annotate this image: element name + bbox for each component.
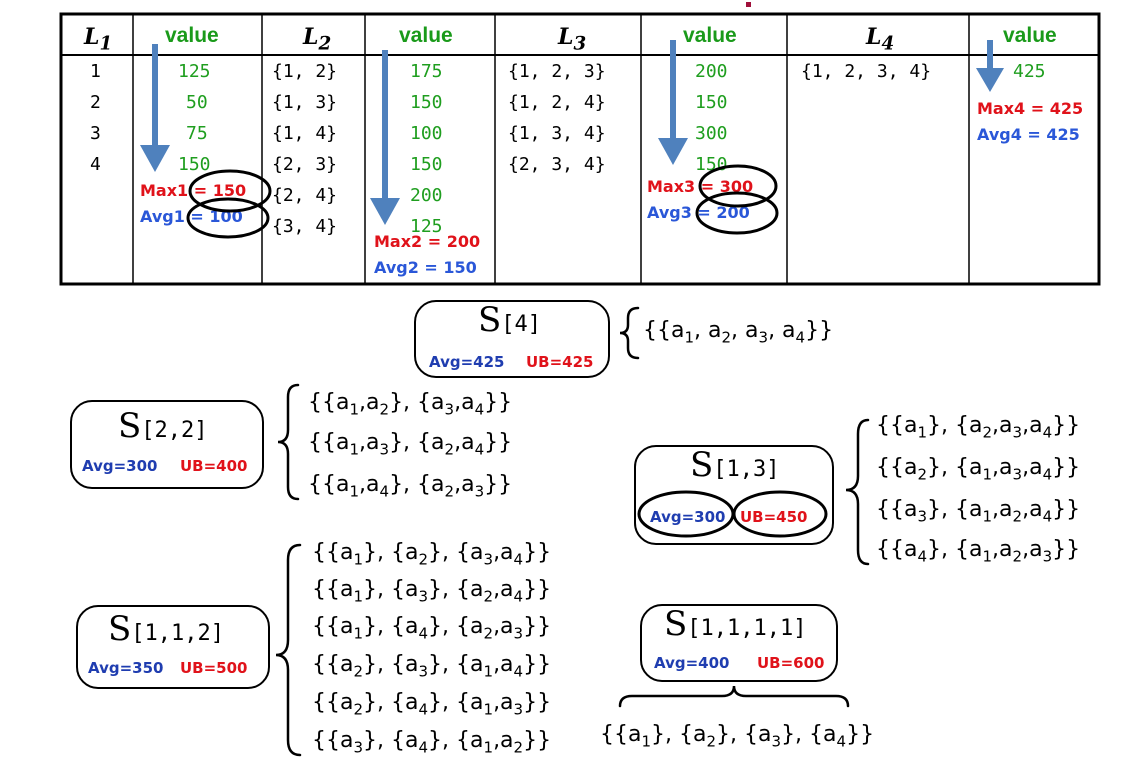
set-s112-6: {{a3}, {a4}, {a1,a2}} xyxy=(312,728,552,757)
circle-s13-ub xyxy=(732,490,828,538)
circle-s13-avg xyxy=(637,490,735,538)
node-s4-title: S[4] xyxy=(478,300,542,340)
brace-s13 xyxy=(845,418,870,566)
l3-value: 200 xyxy=(695,61,728,82)
node-s4-ub: UB=425 xyxy=(526,353,594,371)
l1-row: 2 xyxy=(90,92,101,113)
node-s22-avg: Avg=300 xyxy=(82,457,158,475)
l3-value: 300 xyxy=(695,123,728,144)
header-value-2: value xyxy=(399,24,453,47)
l2-value: 100 xyxy=(410,123,443,144)
set-s1111-1: {{a1}, {a2}, {a3}, {a4}} xyxy=(600,722,875,751)
l1-row: 3 xyxy=(90,123,101,144)
l1-value: 125 xyxy=(178,61,211,82)
l3-row: {1, 2, 4} xyxy=(508,92,606,113)
node-s1111: S[1,1,1,1] Avg=400 UB=600 xyxy=(640,604,838,682)
arrow-l4-head xyxy=(976,68,1004,92)
l4-value: 425 xyxy=(1013,61,1046,82)
header-value-4: value xyxy=(1003,24,1057,47)
node-s13-title: S[1,3] xyxy=(690,445,780,485)
brace-s1111 xyxy=(618,685,850,708)
l1-row: 4 xyxy=(90,154,101,175)
set-s13-1: {{a1}, {a2,a3,a4}} xyxy=(876,413,1081,442)
set-s112-4: {{a2}, {a3}, {a1,a4}} xyxy=(312,652,552,681)
l2-row: {2, 4} xyxy=(272,185,338,206)
l2-row: {1, 4} xyxy=(272,123,338,144)
table-grid xyxy=(59,2,1101,286)
header-value-3: value xyxy=(683,24,737,47)
avg2-label: Avg2 = 150 xyxy=(374,258,477,277)
set-s22-1: {{a1,a2}, {a3,a4}} xyxy=(308,390,513,419)
node-s1111-ub: UB=600 xyxy=(757,654,825,672)
l1-value: 75 xyxy=(186,123,208,144)
table-annotations xyxy=(140,40,1004,239)
node-s22: S[2,2] Avg=300 UB=400 xyxy=(70,400,264,489)
header-value-1: value xyxy=(165,24,219,47)
l2-row: {3, 4} xyxy=(272,216,338,237)
l2-row: {1, 3} xyxy=(272,92,338,113)
node-s22-ub: UB=400 xyxy=(180,457,248,475)
node-s13-avg: Avg=300 xyxy=(650,508,726,526)
avg1-label: Avg1 = 100 xyxy=(140,207,243,226)
node-s112-title: S[1,1,2] xyxy=(108,609,225,649)
set-s112-5: {{a2}, {a4}, {a1,a3}} xyxy=(312,690,552,719)
header-l1: L1 xyxy=(84,24,113,55)
arrow-l2-head xyxy=(370,198,400,225)
node-s112: S[1,1,2] Avg=350 UB=500 xyxy=(76,605,270,689)
avg4-label: Avg4 = 425 xyxy=(977,125,1080,144)
lists-table: L1 value L2 value L3 value L4 value 1 2 … xyxy=(0,0,1138,290)
circle-avg3 xyxy=(695,191,779,235)
l2-row: {1, 2} xyxy=(272,61,338,82)
l2-value: 150 xyxy=(410,154,443,175)
l1-value: 150 xyxy=(178,154,211,175)
set-s112-3: {{a1}, {a4}, {a2,a3}} xyxy=(312,614,552,643)
node-s4: S[4] Avg=425 UB=425 xyxy=(414,300,610,378)
set-s13-3: {{a3}, {a1,a2,a4}} xyxy=(876,497,1081,526)
max1-label: Max1 = 150 xyxy=(140,181,247,200)
l2-value: 125 xyxy=(410,216,443,237)
node-s1111-avg: Avg=400 xyxy=(654,654,730,672)
node-s112-ub: UB=500 xyxy=(180,659,248,677)
l2-value: 175 xyxy=(410,61,443,82)
node-s4-avg: Avg=425 xyxy=(429,353,505,371)
l2-row: {2, 3} xyxy=(272,154,338,175)
header-l3: L3 xyxy=(558,24,587,55)
set-s13-2: {{a2}, {a1,a3,a4}} xyxy=(876,455,1081,484)
brace-s4 xyxy=(619,306,640,360)
set-s22-2: {{a1,a3}, {a2,a4}} xyxy=(308,430,513,459)
l2-value: 200 xyxy=(410,185,443,206)
l3-row: {1, 3, 4} xyxy=(508,123,606,144)
arrow-l3-head xyxy=(658,138,688,165)
header-l2: L2 xyxy=(303,24,332,55)
l1-value: 50 xyxy=(186,92,208,113)
set-s112-2: {{a1}, {a3}, {a2,a4}} xyxy=(312,577,552,606)
l3-row: {2, 3, 4} xyxy=(508,154,606,175)
set-s22-3: {{a1,a4}, {a2,a3}} xyxy=(308,472,513,501)
l2-value: 150 xyxy=(410,92,443,113)
node-s112-avg: Avg=350 xyxy=(88,659,164,677)
set-s4-1: {{a1, a2, a3, a4}} xyxy=(643,318,834,347)
l3-row: {1, 2, 3} xyxy=(508,61,606,82)
node-s1111-title: S[1,1,1,1] xyxy=(664,604,807,644)
brace-s112 xyxy=(275,543,302,757)
circle-max3 xyxy=(698,164,778,208)
l4-row: {1, 2, 3, 4} xyxy=(801,61,932,82)
header-l4: L4 xyxy=(866,24,895,55)
arrow-l1-head xyxy=(140,145,170,172)
node-s13-ub: UB=450 xyxy=(740,508,808,526)
l3-value: 150 xyxy=(695,92,728,113)
max4-label: Max4 = 425 xyxy=(977,99,1084,118)
set-s13-4: {{a4}, {a1,a2,a3}} xyxy=(876,537,1081,566)
node-s22-title: S[2,2] xyxy=(118,406,208,446)
l1-row: 1 xyxy=(90,61,101,82)
brace-s22 xyxy=(277,383,300,501)
circle-max1 xyxy=(188,169,272,213)
max2-label: Max2 = 200 xyxy=(374,232,481,251)
circle-avg1 xyxy=(186,197,270,239)
set-s112-1: {{a1}, {a2}, {a3,a4}} xyxy=(312,540,552,569)
